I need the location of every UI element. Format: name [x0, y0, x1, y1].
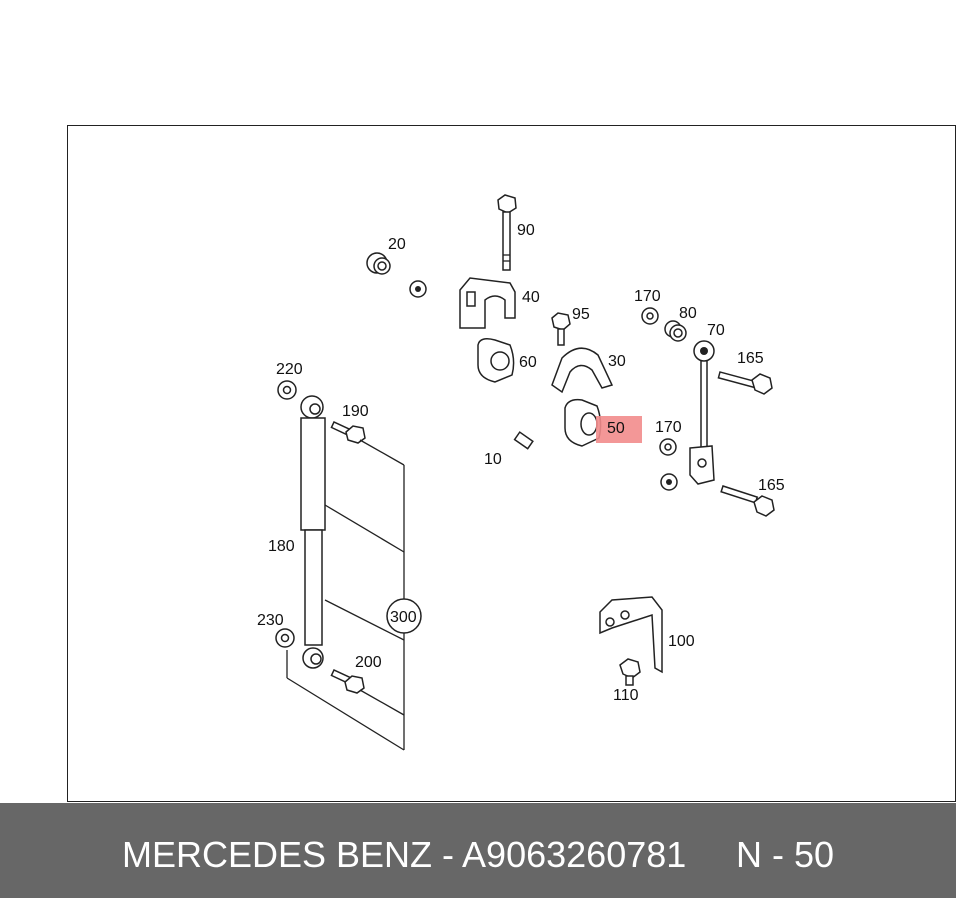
washer-220	[277, 380, 297, 400]
bolt-95	[551, 312, 571, 346]
callout-110: 110	[613, 687, 639, 704]
clamp-bracket-40	[459, 277, 516, 329]
callout-190: 190	[342, 403, 369, 420]
callout-165-upper: 165	[737, 350, 764, 367]
bolt-165-upper	[717, 371, 773, 395]
callout-10: 10	[484, 451, 502, 468]
bolt-200	[330, 669, 365, 694]
callout-90: 90	[517, 222, 535, 239]
washer-170-top	[641, 307, 659, 325]
callout-60: 60	[519, 354, 537, 371]
callout-80: 80	[679, 305, 697, 322]
callout-50: 50	[607, 420, 625, 437]
bushing-80	[664, 320, 687, 342]
bolt-110	[619, 658, 641, 686]
footer-brand-part-number: MERCEDES BENZ - A9063260781	[122, 834, 687, 875]
callout-50-highlight	[596, 416, 642, 443]
footer-position-ref: N - 50	[736, 834, 835, 875]
bolt-165-lower	[720, 485, 775, 517]
callout-70: 70	[707, 322, 725, 339]
callout-200: 200	[355, 654, 382, 671]
callout-300: 300	[390, 609, 417, 626]
callout-220: 220	[276, 361, 303, 378]
callout-170-upper: 170	[634, 288, 661, 305]
callout-30: 30	[608, 353, 626, 370]
callout-40: 40	[522, 289, 540, 306]
shock-absorber-180	[300, 395, 326, 669]
bushing-20	[366, 252, 391, 275]
callout-95: 95	[572, 306, 590, 323]
stabilizer-bar	[336, 280, 678, 510]
callout-180: 180	[268, 538, 295, 555]
washer-230	[275, 628, 295, 648]
callout-20: 20	[388, 236, 406, 253]
footer-bar	[0, 803, 956, 898]
bolt-190	[330, 421, 366, 444]
bolt-90	[497, 194, 517, 271]
parts-diagram-frame	[67, 125, 956, 802]
bushing-60	[477, 338, 515, 383]
callout-170-lower: 170	[655, 419, 682, 436]
callout-165-lower: 165	[758, 477, 785, 494]
bracket-100	[599, 596, 663, 674]
bushing-50	[564, 398, 602, 447]
link-rod-70	[689, 340, 715, 485]
washer-170-bottom	[659, 438, 677, 456]
kit-300-bracket-lines	[286, 439, 422, 751]
callout-230: 230	[257, 612, 284, 629]
callout-100: 100	[668, 633, 695, 650]
clamp-30	[551, 347, 614, 394]
